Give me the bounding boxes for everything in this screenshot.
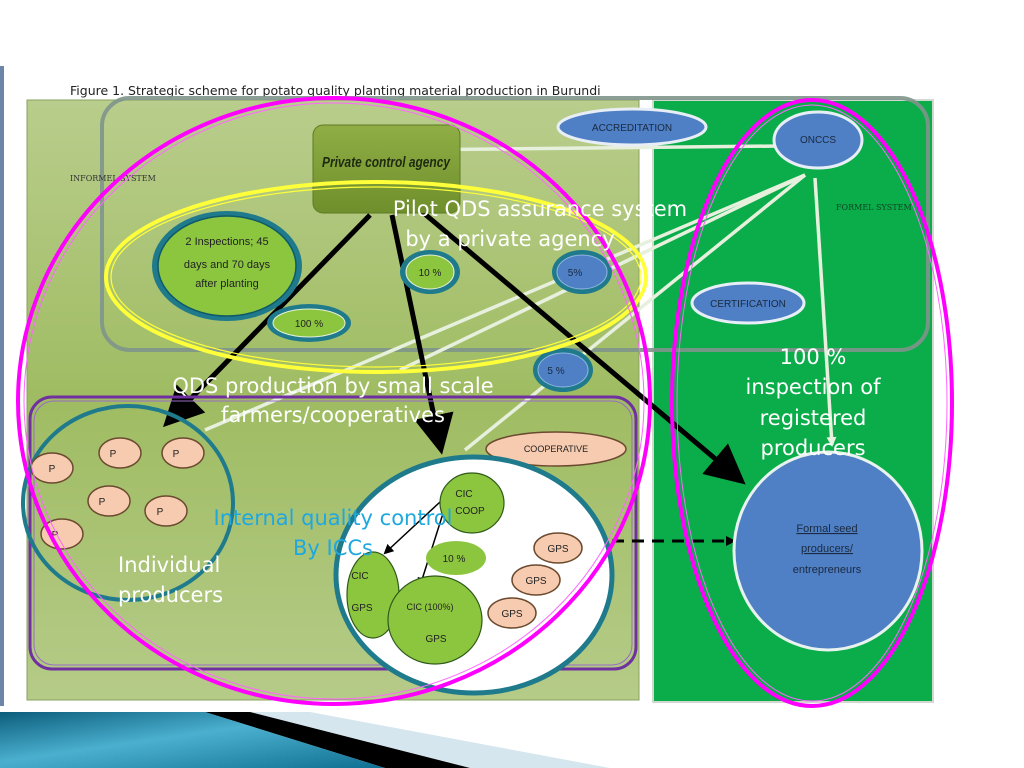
cic-arrows xyxy=(383,501,447,588)
cic-gps-line-1: CIC xyxy=(351,571,368,582)
pct-100-label: 100 % xyxy=(295,319,323,330)
producer-node[interactable]: P xyxy=(40,518,84,550)
slide-footer-decoration xyxy=(0,712,1024,768)
connector-onccs-individual xyxy=(204,173,806,432)
cic-coop-line-1: CIC xyxy=(455,489,472,500)
control-system-box xyxy=(100,96,930,352)
pct-5-badge-a: 5% xyxy=(552,250,612,294)
accreditation-node[interactable]: ACCREDITATION xyxy=(556,107,708,147)
individual-producers-line-1: Individual xyxy=(118,553,220,577)
informal-system-label: INFORMEL SYSTEM xyxy=(70,174,156,183)
cooperative-node[interactable]: COOPERATIVE xyxy=(485,431,627,467)
arrow-agency-to-formal xyxy=(418,208,746,485)
pct-5-label-b: 5 % xyxy=(547,366,564,377)
producer-node[interactable]: P xyxy=(87,485,131,517)
connector-onccs-formal xyxy=(813,177,837,447)
pct-10-badge: 10 % xyxy=(400,250,460,294)
magenta-informal-ellipse xyxy=(16,96,652,706)
figure-caption: Figure 1. Strategic scheme for potato qu… xyxy=(70,83,601,98)
producer-node[interactable]: P xyxy=(98,437,142,469)
inspection-registered-line-4: producers xyxy=(760,436,865,460)
producers-box-inner xyxy=(33,400,633,666)
pct-10-inner-node: 10 % xyxy=(426,541,486,575)
inspections-line-1: 2 Inspections; 45 xyxy=(185,236,268,248)
magenta-formal-ellipse xyxy=(670,98,954,708)
onccs-node[interactable]: ONCCS xyxy=(772,110,864,170)
pct-5-badge-b: 5 % xyxy=(533,348,593,392)
gps-node[interactable]: GPS xyxy=(511,564,561,596)
arrow-agency-to-cooperative xyxy=(389,214,454,455)
producer-nodes: P P P P P P xyxy=(30,437,205,550)
inspection-registered-line-3: registered xyxy=(760,406,867,430)
certification-node[interactable]: CERTIFICATION xyxy=(690,281,806,325)
individual-producers-ring xyxy=(21,404,235,602)
private-agency-label: Private control agency xyxy=(322,154,451,171)
formal-system-label: FORMEL SYSTEM xyxy=(836,203,912,212)
footer-black-band xyxy=(205,712,470,768)
overlay-texts: Pilot QDS assurance system by a private … xyxy=(118,197,881,607)
cic-100-node[interactable]: CIC (100%) GPS xyxy=(387,575,483,665)
inspection-registered-line-2: inspection of xyxy=(745,375,881,399)
formal-producers-line-2: producers/ xyxy=(801,543,854,555)
gps-label: GPS xyxy=(501,609,522,620)
pct-5-label-a: 5% xyxy=(568,268,583,279)
gps-label: GPS xyxy=(547,544,568,555)
individual-producers-line-2: producers xyxy=(118,583,223,607)
producer-label: P xyxy=(49,464,56,475)
producer-node[interactable]: P xyxy=(161,437,205,469)
inspection-registered-line-1: 100 % xyxy=(780,345,847,369)
qds-production-line-1: QDS production by small scale xyxy=(172,374,493,398)
annotation-ellipses xyxy=(16,96,954,708)
cic-100-line-1: CIC (100%) xyxy=(406,602,453,612)
arrow-cic-coop-to-cic100 xyxy=(417,503,447,588)
pct-10-label: 10 % xyxy=(419,268,442,279)
producer-node[interactable]: P xyxy=(144,495,188,527)
private-control-agency-node[interactable]: Private control agency xyxy=(312,124,461,214)
producer-label: P xyxy=(99,497,106,508)
producer-label: P xyxy=(173,449,180,460)
onccs-label: ONCCS xyxy=(800,135,836,146)
formal-producers-line-1: Formal seed xyxy=(796,523,857,535)
magenta-formal-ellipse-inner xyxy=(676,104,948,702)
formal-producers-line-3: entrepreneurs xyxy=(793,564,862,576)
pilot-qds-line-2: by a private agency xyxy=(405,227,614,251)
slide-left-edge xyxy=(0,66,4,706)
inspections-line-3: after planting xyxy=(195,278,259,290)
formal-producers-node[interactable]: Formal seed producers/ entrepreneurs xyxy=(732,450,924,652)
producer-label: P xyxy=(110,449,117,460)
cic-100-line-2: GPS xyxy=(425,634,446,645)
pilot-qds-line-1: Pilot QDS assurance system xyxy=(393,197,687,221)
inspections-line-2: days and 70 days xyxy=(184,259,271,271)
internal-qc-line-1: Internal quality control xyxy=(214,506,453,530)
internal-qc-line-2: By ICCs xyxy=(293,536,373,560)
certification-label: CERTIFICATION xyxy=(710,299,786,310)
connector-accreditation-onccs xyxy=(399,144,781,152)
qds-production-line-2: farmers/cooperatives xyxy=(221,403,445,427)
producer-node[interactable]: P xyxy=(30,452,74,484)
cooperative-label: COOPERATIVE xyxy=(524,444,588,454)
producer-label: P xyxy=(157,507,164,518)
footer-blue-band xyxy=(0,712,385,768)
accreditation-label: ACCREDITATION xyxy=(592,123,672,134)
pct-10-inner-label: 10 % xyxy=(443,554,466,565)
gps-node[interactable]: GPS xyxy=(533,532,583,564)
yellow-pilot-ellipse-inner xyxy=(110,186,642,368)
yellow-pilot-ellipse xyxy=(104,180,648,374)
inspections-node[interactable]: 2 Inspections; 45 days and 70 days after… xyxy=(152,211,302,321)
cic-gps-line-2: GPS xyxy=(351,603,372,614)
pct-100-badge: 100 % xyxy=(267,304,351,342)
cic-coop-line-2: COOP xyxy=(455,506,485,517)
gps-node[interactable]: GPS xyxy=(487,597,537,629)
producer-label: P xyxy=(52,530,59,541)
cic-coop-node[interactable]: CIC COOP xyxy=(439,472,505,534)
magenta-informal-ellipse-inner xyxy=(23,102,645,700)
arrow-cic-coop-to-cic-gps xyxy=(383,501,441,555)
gps-label: GPS xyxy=(525,576,546,587)
